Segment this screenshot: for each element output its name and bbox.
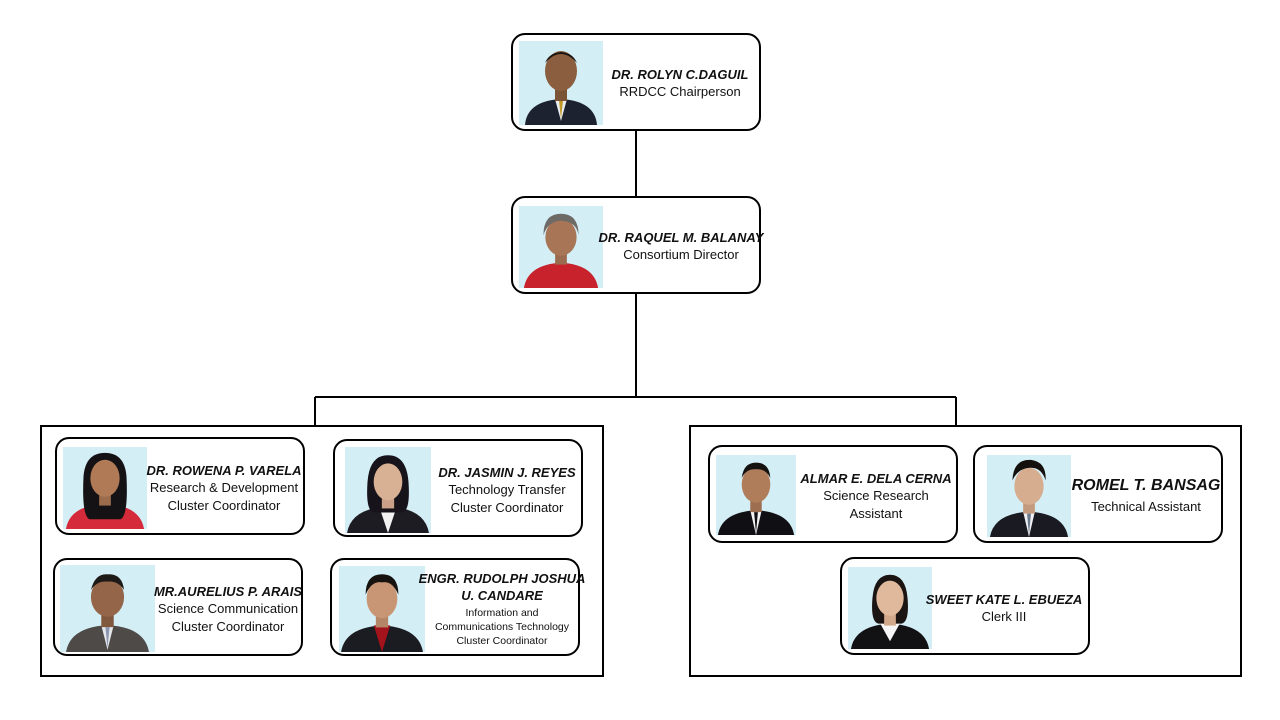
staff-group <box>689 425 1242 677</box>
staff-role: Clerk III <box>981 608 1027 624</box>
director-text: DR. RAQUEL M. BALANAY Consortium Directo… <box>599 204 764 288</box>
coordinator-text: ENGR. RUDOLPH JOSHUA U. CANDARE Informat… <box>419 566 586 652</box>
staff-text: ROMEL T. BANSAG Technical Assistant <box>1071 457 1221 535</box>
staff-text: SWEET KATE L. EBUEZA Clerk III <box>926 569 1082 647</box>
coordinator-role-line: Technology Transfer <box>448 481 566 497</box>
director-card[interactable]: DR. RAQUEL M. BALANAY Consortium Directo… <box>511 196 764 294</box>
coordinator-name-line: ENGR. RUDOLPH JOSHUA <box>418 571 586 586</box>
coordinator-card-varela[interactable]: DR. ROWENA P. VARELA Research & Developm… <box>55 437 305 535</box>
person-portrait-icon <box>716 455 796 535</box>
coordinator-name-line: U. CANDARE <box>461 588 543 603</box>
coordinator-role-line: Information and <box>465 607 539 619</box>
coordinator-card-reyes[interactable]: DR. JASMIN J. REYES Technology Transfer … <box>333 439 583 537</box>
chairperson-card[interactable]: DR. ROLYN C.DAGUIL RRDCC Chairperson <box>511 33 761 131</box>
coordinator-name: DR. JASMIN J. REYES <box>438 464 576 480</box>
chairperson-name: DR. ROLYN C.DAGUIL <box>611 66 749 82</box>
coordinator-role-line: Communications Technology <box>434 621 570 633</box>
staff-name: SWEET KATE L. EBUEZA <box>925 591 1083 607</box>
staff-text: ALMAR E. DELA CERNA Science Research Ass… <box>798 457 954 535</box>
coordinator-card-arais[interactable]: MR.AURELIUS P. ARAIS Science Communicati… <box>53 558 303 656</box>
coordinator-name: DR. ROWENA P. VARELA <box>146 462 302 478</box>
coordinator-text: DR. ROWENA P. VARELA Research & Developm… <box>146 449 302 527</box>
person-portrait-icon <box>519 41 603 125</box>
staff-role-line: Assistant <box>849 505 903 521</box>
coordinator-role-line: Cluster Coordinator <box>167 497 281 513</box>
coordinator-text: MR.AURELIUS P. ARAIS Science Communicati… <box>153 570 303 648</box>
person-portrait-icon <box>987 455 1071 537</box>
staff-role: Technical Assistant <box>1091 499 1201 514</box>
person-portrait-icon <box>848 567 932 649</box>
coordinator-card-candare[interactable]: ENGR. RUDOLPH JOSHUA U. CANDARE Informat… <box>330 558 586 656</box>
staff-card-ebueza[interactable]: SWEET KATE L. EBUEZA Clerk III <box>840 557 1090 655</box>
director-role: Consortium Director <box>623 246 739 262</box>
coordinator-role-line: Science Communication <box>157 600 299 616</box>
coordinators-group <box>40 425 604 677</box>
staff-role-line: Science Research <box>823 487 929 503</box>
person-portrait-icon <box>519 206 603 288</box>
person-portrait-icon <box>63 447 147 529</box>
chairperson-role: RRDCC Chairperson <box>619 83 741 99</box>
staff-card-bansag[interactable]: ROMEL T. BANSAG Technical Assistant <box>973 445 1223 543</box>
staff-name: ROMEL T. BANSAG <box>1071 477 1221 494</box>
staff-card-dela-cerna[interactable]: ALMAR E. DELA CERNA Science Research Ass… <box>708 445 958 543</box>
chairperson-text: DR. ROLYN C.DAGUIL RRDCC Chairperson <box>607 41 753 125</box>
staff-name: ALMAR E. DELA CERNA <box>800 470 952 486</box>
coordinator-role-line: Cluster Coordinator <box>450 499 564 515</box>
coordinator-name: MR.AURELIUS P. ARAIS <box>153 583 303 599</box>
person-portrait-icon <box>60 565 155 652</box>
coordinator-text: DR. JASMIN J. REYES Technology Transfer … <box>435 451 579 529</box>
coordinator-role-line: Cluster Coordinator <box>456 635 548 647</box>
person-portrait-icon <box>339 566 425 652</box>
coordinator-role-line: Research & Development <box>149 479 299 495</box>
person-portrait-icon <box>345 447 431 533</box>
coordinator-role-line: Cluster Coordinator <box>171 618 285 634</box>
director-name: DR. RAQUEL M. BALANAY <box>598 229 764 245</box>
